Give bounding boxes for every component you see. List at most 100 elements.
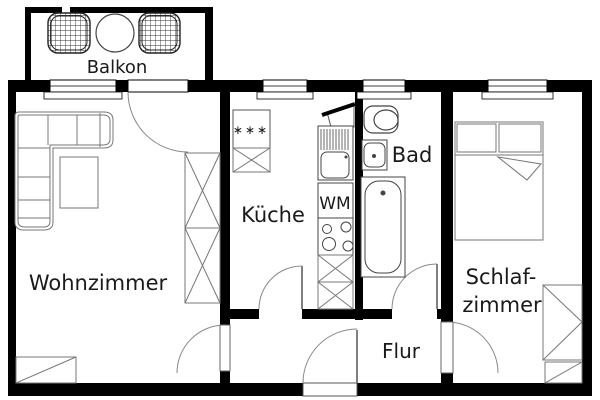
window-bath-sill xyxy=(356,91,412,100)
doors xyxy=(176,263,499,397)
sofa-inner-line xyxy=(17,114,111,228)
kitchen-sink-tap xyxy=(344,155,348,159)
wall-top-2 xyxy=(116,80,128,92)
wall-top-3 xyxy=(188,80,263,92)
bedroom-label-line1: Schlaf- xyxy=(466,265,537,289)
bedroom-label-line2: zimmer xyxy=(462,293,542,317)
wardrobe-living-cross xyxy=(184,152,221,304)
wardrobe-bedroom-outline xyxy=(542,284,583,361)
kitchen-cabinet-bottom-icon xyxy=(317,254,354,310)
balcony-wall-top-right xyxy=(70,7,213,13)
balcony-wall-top-left xyxy=(25,7,62,13)
wall-bottom-left xyxy=(8,383,303,396)
wall-bottom-right xyxy=(357,383,592,396)
window-kitchen xyxy=(256,79,314,100)
stove-burner-3 xyxy=(322,237,336,251)
kitchen-sink-icon xyxy=(317,125,354,181)
sofa-cushion-seams xyxy=(18,113,101,219)
wall-left xyxy=(8,80,16,396)
balcony-door-panel xyxy=(127,79,189,93)
wall-hall-top-3 xyxy=(437,309,453,319)
chair-right-outer xyxy=(138,12,181,54)
bathtub-icon xyxy=(360,176,406,278)
entrance-door-frame xyxy=(302,382,358,397)
coffee-table-icon xyxy=(59,156,99,209)
window-bedroom-sill xyxy=(481,91,554,100)
balcony-label: Balkon xyxy=(87,57,148,78)
wall-kitchen-bath xyxy=(355,92,363,320)
toilet-icon xyxy=(363,105,399,134)
kitchen-corner-unit-icon xyxy=(321,102,356,128)
wall-hall-top-2 xyxy=(302,309,392,319)
kitchen-cabinet-bottom-cross xyxy=(317,254,354,310)
stove-burner-2 xyxy=(340,221,352,233)
stove-burner-4 xyxy=(342,240,354,252)
fridge-stars-label: ∗∗∗ xyxy=(233,123,269,137)
hall-label: Flur xyxy=(382,339,421,363)
wall-top-4 xyxy=(307,80,363,92)
kitchen-door-swing xyxy=(258,265,303,310)
wall-top-6 xyxy=(547,80,592,92)
balcony-chair-left-icon xyxy=(47,12,91,54)
bathtub-inner xyxy=(364,180,402,274)
bedroom-door-panel xyxy=(440,321,454,374)
kitchen-sink-drainer xyxy=(320,129,349,150)
balcony-chair-right-icon xyxy=(138,12,181,54)
kitchen-door xyxy=(258,265,303,310)
chair-right-inner xyxy=(141,15,178,51)
washing-machine-outline xyxy=(317,182,354,219)
balcony-wall-left xyxy=(25,7,31,80)
stove-burner-1 xyxy=(322,224,332,234)
window-living-sill xyxy=(43,91,123,100)
wardrobe-living-icon xyxy=(184,152,221,304)
living-room: Wohnzimmer xyxy=(14,111,221,384)
bathtub-drain xyxy=(380,190,386,196)
fridge-icon: ∗∗∗ xyxy=(232,109,271,149)
toilet-bowl xyxy=(373,109,399,131)
balcony-wall-right xyxy=(205,7,213,80)
window-bath xyxy=(356,79,412,100)
bedroom-cabinet-diagonal xyxy=(544,361,583,384)
bedroom-door xyxy=(440,321,499,374)
wardrobe-bedroom-cross xyxy=(542,284,583,361)
living-room-door-swing xyxy=(176,324,226,374)
sofa-icon xyxy=(14,111,114,231)
entrance-door-swing xyxy=(302,328,358,384)
balcony-door-swing xyxy=(127,91,189,153)
bed-pillow-right xyxy=(498,123,542,153)
window-kitchen-sill xyxy=(256,91,314,100)
wall-top-5 xyxy=(405,80,488,92)
bath: Bad xyxy=(360,105,433,278)
wall-right xyxy=(582,80,592,396)
bed-icon xyxy=(454,121,544,241)
balcony-table-icon xyxy=(95,13,135,53)
wall-living-kitchen xyxy=(220,92,230,325)
bed-pillow-left xyxy=(456,123,497,153)
bath-label: Bad xyxy=(392,143,433,167)
wall-bedroom-hall-stub xyxy=(441,373,453,383)
kitchen-corner-unit-bar xyxy=(321,102,356,117)
bath-sink-icon xyxy=(361,139,388,171)
kitchen-cabinet-left-cross xyxy=(232,147,271,173)
balcony-door xyxy=(127,79,189,153)
bed-blanket-fold xyxy=(496,156,542,181)
sideboard-icon xyxy=(15,356,77,384)
wardrobe-bedroom-icon xyxy=(542,284,583,361)
sideboard-diagonal xyxy=(15,356,77,384)
kitchen-sink-bowl xyxy=(320,151,350,179)
wall-bath-bedroom xyxy=(441,92,453,322)
wall-hall-top-1 xyxy=(230,309,259,319)
kitchen-label: Küche xyxy=(241,203,305,227)
bedroom-door-swing xyxy=(446,321,499,374)
stove-icon xyxy=(317,217,354,256)
living-room-label: Wohnzimmer xyxy=(29,271,168,295)
living-room-door xyxy=(176,324,231,374)
bedroom-cabinet-icon xyxy=(544,361,583,384)
chair-left-inner xyxy=(50,15,88,51)
balcony: Balkon xyxy=(25,7,213,80)
wall-top-1 xyxy=(8,80,50,92)
bath-sink-drain xyxy=(372,154,376,158)
entrance-door xyxy=(302,328,358,397)
